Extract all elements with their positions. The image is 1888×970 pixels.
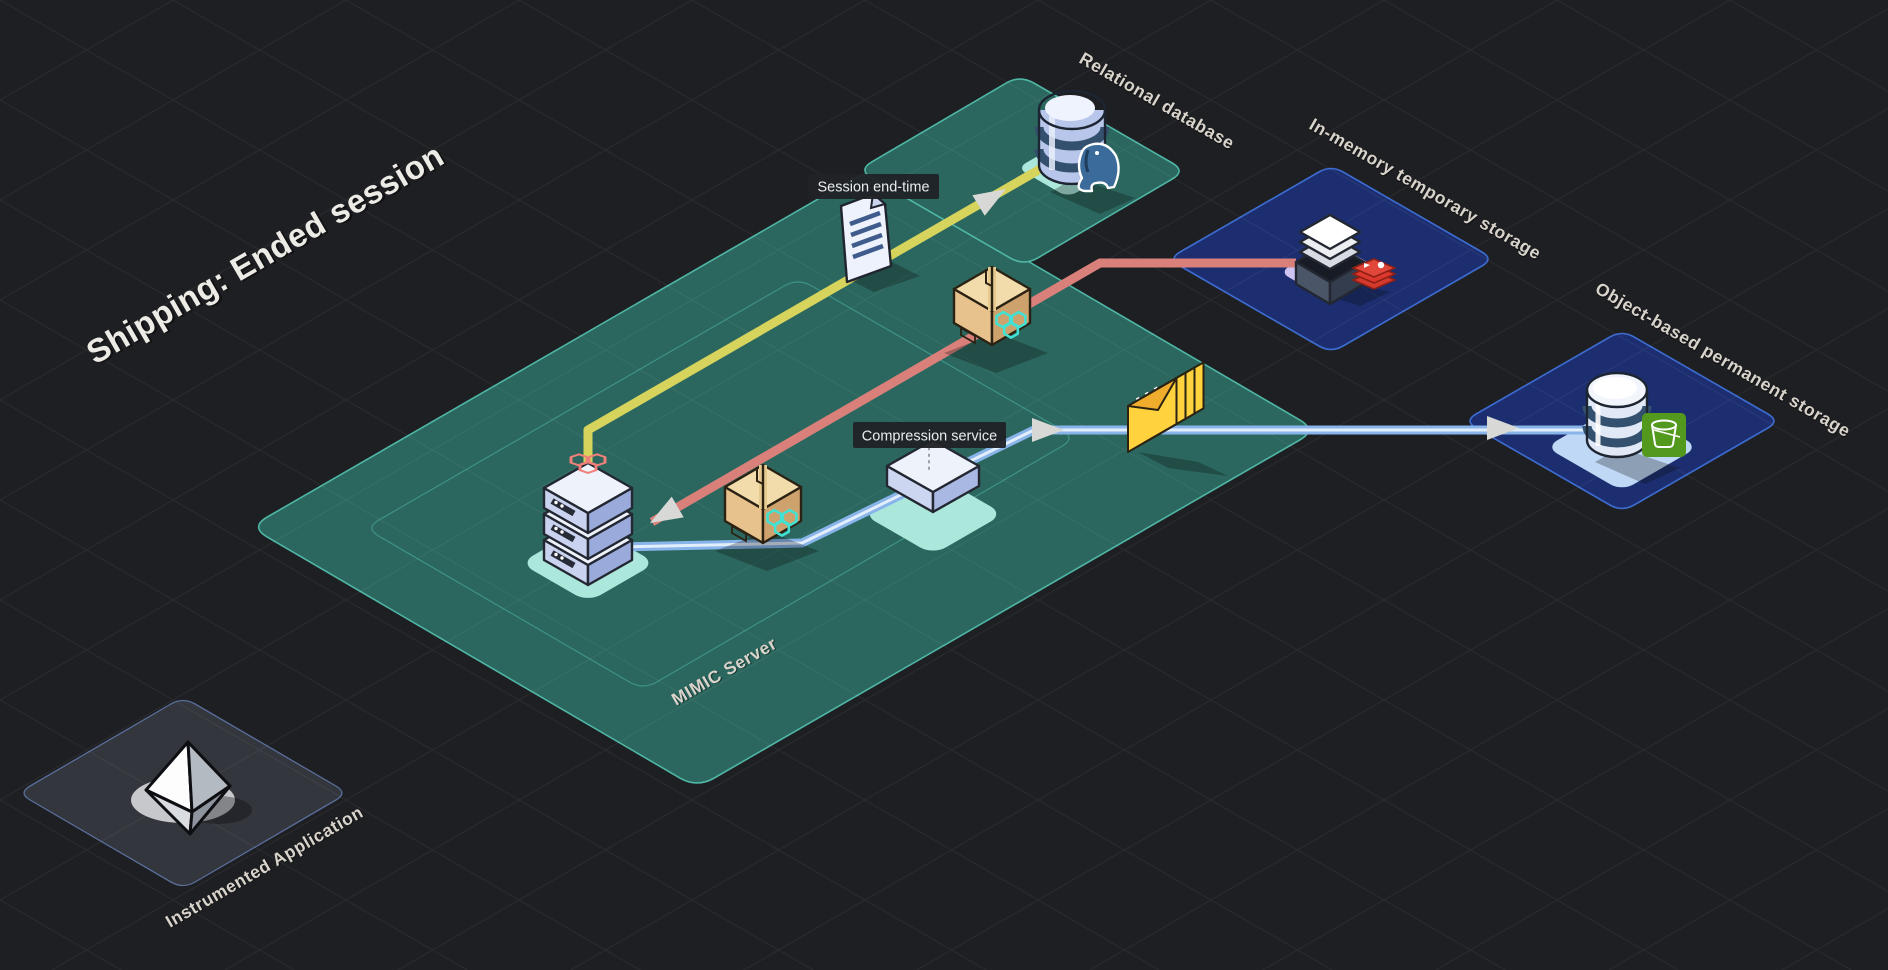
mimic-inner-outline (371, 281, 1070, 687)
arrowhead-red (650, 496, 684, 523)
arrowhead-yellow (972, 189, 1006, 216)
octahedron-app-icon[interactable] (144, 740, 232, 836)
chip-compression-service[interactable]: Compression service (853, 422, 1006, 472)
connector-raw-events[interactable] (649, 258, 1296, 526)
redis-logo (1351, 258, 1397, 290)
arrowhead-blue-mid (1032, 418, 1064, 442)
compression-box-icon[interactable] (885, 438, 981, 514)
svg-text:Session end-time: Session end-time (817, 180, 929, 196)
postgresql-elephant-logo (1077, 142, 1120, 193)
postgresql-database-icon[interactable] (1034, 89, 1135, 214)
chip-session-end-time[interactable]: Session end-time (808, 174, 939, 199)
redis-cache-icon[interactable] (1294, 213, 1397, 306)
storage-bucket-icon[interactable] (1582, 371, 1686, 484)
s3-bucket-logo (1642, 413, 1686, 457)
arrowhead-blue-end (1487, 416, 1519, 440)
mail-stack-icon[interactable] (1127, 361, 1228, 476)
svg-text:Compression service: Compression service (862, 429, 997, 445)
